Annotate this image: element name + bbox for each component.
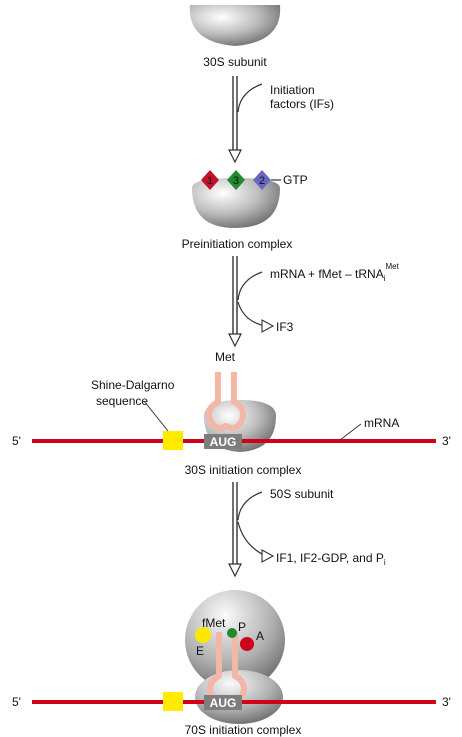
preinitiation-label: Preinitiation complex	[182, 237, 293, 251]
subunit-30s-label: 30S subunit	[203, 55, 267, 69]
if2-label: 2	[259, 175, 265, 187]
fmet-label: fMet	[202, 616, 226, 630]
step2-output: IF3	[276, 320, 294, 334]
step2-input: mRNA + fMet – tRNAiMet	[270, 262, 400, 283]
preinitiation-subunit	[192, 178, 280, 228]
aug-label-b: AUG	[210, 696, 237, 710]
site-p-dot	[227, 628, 237, 638]
initiation-30s-label: 30S initiation complex	[185, 463, 302, 477]
shine-dalgarno-box-b	[163, 692, 183, 711]
shine-dalgarno-line1: Shine-Dalgarno	[91, 378, 175, 392]
if3-diamond: 3	[227, 170, 245, 190]
arrow-step-2	[228, 256, 275, 348]
if1-diamond: 1	[201, 170, 219, 190]
trna-met	[206, 372, 246, 431]
initiation-70s-label: 70S initiation complex	[185, 723, 302, 737]
site-e-label: E	[196, 644, 204, 658]
if3-label: 3	[233, 175, 239, 187]
step1-line2: factors (IFs)	[270, 97, 334, 111]
five-prime-label-a: 5'	[12, 434, 21, 448]
if2-diamond: 2	[253, 170, 271, 190]
step3-input: 50S subunit	[270, 487, 334, 501]
aug-backdrop-a	[204, 434, 242, 449]
three-prime-label-b: 3'	[442, 695, 451, 709]
site-e-dot	[195, 627, 211, 643]
arrow-step-3	[228, 482, 275, 578]
shine-dalgarno-box-a	[163, 431, 183, 450]
arrow-step-1	[228, 76, 263, 164]
aug-label-a: AUG	[210, 435, 237, 449]
five-prime-label-b: 5'	[12, 695, 21, 709]
mrna-pointer	[339, 423, 362, 441]
step3-output: IF1, IF2-GDP, and Pi	[276, 551, 386, 567]
aug-backdrop-b	[204, 695, 242, 710]
shine-dalgarno-pointer	[143, 400, 169, 432]
subunit-30s	[189, 5, 281, 46]
site-p-label: P	[238, 620, 246, 634]
site-a-dot	[240, 637, 254, 651]
mrna-label: mRNA	[364, 416, 399, 430]
met-label: Met	[215, 350, 236, 364]
if1-label: 1	[207, 175, 213, 187]
step1-line1: Initiation	[270, 83, 315, 97]
three-prime-label-a: 3'	[442, 434, 451, 448]
gtp-label: GTP	[283, 173, 308, 187]
site-a-label: A	[256, 629, 264, 643]
shine-dalgarno-line2: sequence	[96, 394, 148, 408]
